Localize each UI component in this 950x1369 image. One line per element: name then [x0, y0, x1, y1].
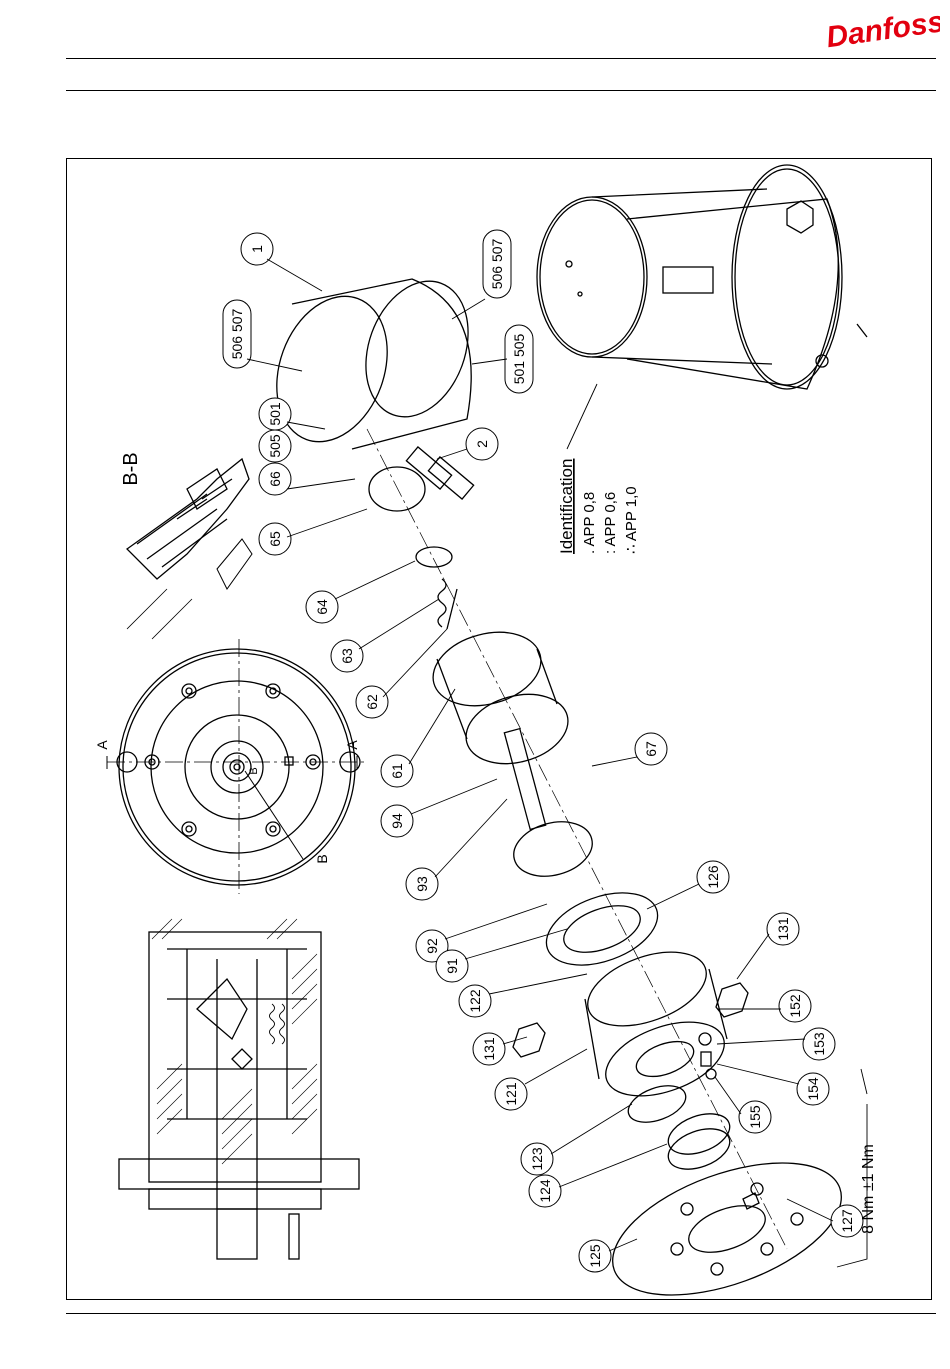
leader-lines	[247, 259, 867, 1251]
identification-title: Identification	[557, 459, 576, 554]
svg-text:501 505: 501 505	[511, 333, 527, 384]
bubble-126: 126	[697, 861, 729, 893]
drawing-frame: 1 506 507 506 507 501 505 501 505 66 65	[66, 158, 932, 1300]
bubble-505: 505	[259, 430, 291, 462]
svg-text:62: 62	[364, 694, 380, 710]
bubble-122: 122	[459, 985, 491, 1017]
bubble-506-507-top: 506 507	[223, 300, 251, 368]
sectional-view	[119, 919, 359, 1259]
section-bb-title: B-B	[120, 452, 142, 485]
svg-text:67: 67	[643, 741, 659, 757]
part-number-bubbles: 1 506 507 506 507 501 505 501 505 66 65	[223, 230, 863, 1272]
svg-text:506 507: 506 507	[489, 238, 505, 289]
identification-block: Identification . APP 0,8 : APP 0,6 ∴ APP…	[557, 459, 640, 554]
svg-text:B-B: B-B	[120, 452, 142, 485]
bubble-66: 66	[259, 463, 291, 495]
danfoss-logo: Danfoss	[820, 6, 940, 54]
svg-text:1: 1	[249, 245, 265, 253]
svg-text:8 Nm ±1 Nm: 8 Nm ±1 Nm	[860, 1144, 877, 1234]
brand-wordmark: Danfoss	[824, 6, 940, 54]
identification-leader	[567, 384, 597, 449]
housing-view	[537, 165, 867, 389]
bubble-91: 91	[436, 950, 468, 982]
identification-line-3: ∴ APP 1,0	[623, 486, 640, 554]
svg-text:94: 94	[389, 813, 405, 829]
bubble-501-505-side: 501 505	[505, 325, 533, 393]
svg-text:A: A	[94, 740, 110, 750]
svg-text:64: 64	[314, 599, 330, 615]
svg-text:154: 154	[805, 1077, 821, 1101]
bubble-152: 152	[779, 990, 811, 1022]
header-rule-top	[66, 58, 936, 59]
svg-text:152: 152	[787, 994, 803, 1018]
svg-text:501: 501	[267, 402, 283, 426]
bubble-62: 62	[356, 686, 388, 718]
svg-text:506 507: 506 507	[229, 308, 245, 359]
bubble-65: 65	[259, 523, 291, 555]
exploded-assembly	[257, 267, 858, 1301]
svg-text:127: 127	[839, 1209, 855, 1233]
torque-note: 8 Nm ±1 Nm	[860, 1144, 877, 1234]
svg-text:122: 122	[467, 989, 483, 1013]
svg-text:B: B	[314, 854, 330, 863]
section-bb-detail	[127, 459, 252, 639]
bubble-155: 155	[739, 1101, 771, 1133]
svg-text:121: 121	[503, 1082, 519, 1106]
bubble-123: 123	[521, 1143, 553, 1175]
bubble-131-top: 131	[767, 913, 799, 945]
bubble-61: 61	[381, 755, 413, 787]
bubble-67: 67	[635, 733, 667, 765]
identification-line-1: . APP 0,8	[581, 492, 598, 554]
header-rule-bottom	[66, 90, 936, 91]
svg-text:61: 61	[389, 763, 405, 779]
bubble-501: 501	[259, 398, 291, 430]
bubble-154: 154	[797, 1073, 829, 1105]
footer-rule	[66, 1313, 936, 1314]
svg-text:91: 91	[444, 958, 460, 974]
svg-text:92: 92	[424, 938, 440, 954]
bubble-131-left: 131	[473, 1033, 505, 1065]
svg-text:93: 93	[414, 876, 430, 892]
bubble-127: 127	[831, 1205, 863, 1237]
bubble-2: 2	[466, 428, 498, 460]
svg-text:B: B	[248, 767, 260, 774]
bubble-125: 125	[579, 1240, 611, 1272]
svg-text:66: 66	[267, 471, 283, 487]
svg-text:131: 131	[481, 1037, 497, 1061]
bubble-121: 121	[495, 1078, 527, 1110]
bubble-63: 63	[331, 640, 363, 672]
svg-text:123: 123	[529, 1147, 545, 1171]
svg-text:A: A	[344, 740, 360, 750]
svg-text:63: 63	[339, 648, 355, 664]
bubble-94: 94	[381, 805, 413, 837]
svg-text:131: 131	[775, 917, 791, 941]
bubble-124: 124	[529, 1175, 561, 1207]
bubble-506-507-side: 506 507	[483, 230, 511, 298]
svg-text:505: 505	[267, 434, 283, 458]
bubble-64: 64	[306, 591, 338, 623]
bubble-153: 153	[803, 1028, 835, 1060]
bubble-93: 93	[406, 868, 438, 900]
svg-text:155: 155	[747, 1105, 763, 1129]
svg-text:65: 65	[267, 531, 283, 547]
svg-text:125: 125	[587, 1244, 603, 1268]
svg-text:126: 126	[705, 865, 721, 889]
exploded-view-drawing: 1 506 507 506 507 501 505 501 505 66 65	[67, 159, 933, 1301]
identification-line-2: : APP 0,6	[602, 492, 619, 554]
svg-text:124: 124	[537, 1179, 553, 1203]
svg-text:153: 153	[811, 1032, 827, 1056]
svg-text:2: 2	[474, 440, 490, 448]
